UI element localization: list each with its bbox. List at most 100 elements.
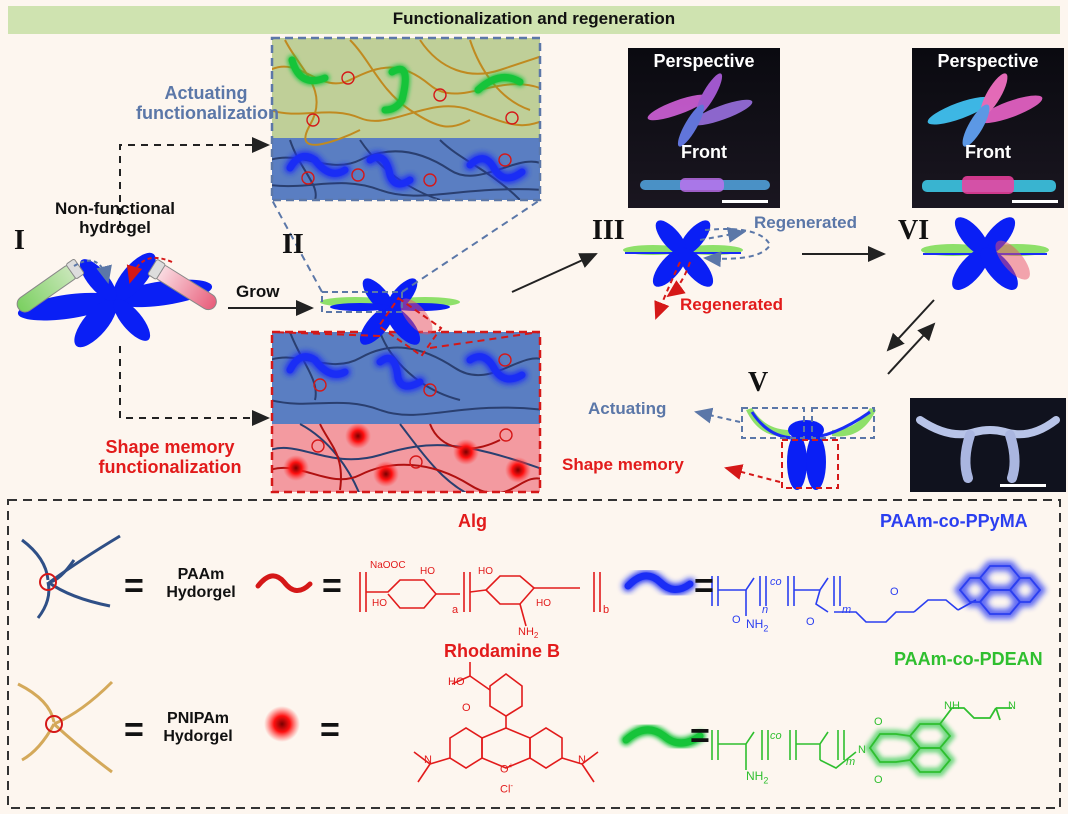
alg-chain-icon [255,573,313,593]
equals-pdean: = [690,717,710,755]
ppyma-m: m [842,604,852,616]
photo-actuated-hydrogel [910,398,1066,492]
ppyma-o-1: O [732,614,741,626]
ppyma-o-2: O [806,616,815,628]
ppyma-o-3: O [890,586,899,598]
stage-6-hydrogel [921,217,1049,290]
pnipam-line1: PNIPAm [167,710,229,727]
pdean-m: m [846,756,856,768]
equals-alg: = [322,567,342,605]
pdean-o-1: O [874,716,883,728]
photo-1-perspective-label: Perspective [653,51,755,71]
header-title: Functionalization and regeneration [392,9,676,28]
non-functional-line1: Non-functional [55,199,175,218]
photo-perspective-front-1 [628,48,780,208]
stage-5-label: V [748,367,769,398]
shape-memory-network-box [270,330,542,494]
alg-nh-sub: 2 [533,631,539,641]
alg-sub-b: b [603,604,610,616]
photo-1-front-label: Front [681,142,727,162]
pdean-nh2: NH2 [746,769,769,786]
alg-nh2: NH2 [518,626,538,641]
ppyma-structure [711,576,977,623]
rh-cl: Cl- [500,781,514,796]
rhodamine-title: Rhodamine B [444,641,561,661]
pnipam-hydrogel-label: PNIPAm Hydorgel [150,710,246,745]
equals-ppyma: = [694,567,714,605]
equals-paam: = [124,567,144,605]
alg-sub-a: a [452,604,459,616]
pdean-co: co [770,730,782,742]
pdean-nh-sub: 2 [763,775,769,786]
pdean-n: N [858,744,866,756]
stage-6-label: VI [898,215,930,246]
photo-2-front-label: Front [965,142,1011,162]
shape-memory-func-line2: functionalization [98,456,242,477]
test-tube-pink [147,259,217,311]
alg-structure [359,572,601,627]
naphthalimide-icon [864,707,1012,777]
regenerated-red-label: Regenerated [680,295,783,314]
pyrene-icon [953,561,1047,619]
pnipam-crosslink-icon [17,680,114,774]
equals-rhodamine: = [320,711,340,749]
pdean-chain-icon [620,724,706,749]
rhodamine-structure [413,662,599,783]
ppyma-nh: NH [746,617,764,631]
naooc-label: NaOOC [370,560,406,571]
pnipam-line2: Hydorgel [163,727,233,745]
rh-n-left: N [424,754,432,766]
actuating-functionalization-label: Actuating functionalization [136,83,279,124]
ppyma-nh2: NH2 [746,617,769,634]
pdean-amine-n: N [1008,700,1016,712]
grow-label: Grow [236,282,280,301]
paam-line1: PAAm [177,566,225,583]
alg-ho-c: HO [478,566,493,577]
paam-crosslink-icon [21,534,121,619]
stage-3-hydrogel [623,220,743,287]
stage-1-hydrogel [16,252,217,348]
rh-o-plus: O+ [500,761,514,776]
test-tube-green [16,259,85,313]
non-functional-line2: hydrogel [79,217,151,237]
branch-arrow-top [119,137,270,228]
ppyma-n: n [762,604,769,616]
regenerated-blue-label: Regenerated [754,213,857,232]
rh-o: O [462,702,471,714]
legend-box [7,499,1061,809]
photo-perspective-front-2 [912,48,1064,208]
pdean-o-2: O [874,774,883,786]
actuating-func-line2: functionalization [136,102,279,123]
rh-plus: + [508,761,514,770]
branch-arrow-bottom [119,346,270,426]
rh-n-right: N [578,754,586,766]
pdean-nh: NH [944,700,960,712]
non-functional-label: Non-functional hydrogel [40,199,190,237]
equals-pnipam: = [124,711,144,749]
paam-line2: Hydorgel [166,583,236,601]
rh-minus: - [510,781,514,790]
alg-title: Alg [458,511,487,531]
alg-ho-b: HO [372,598,387,609]
rh-cl-char: Cl [500,783,511,796]
stage-2-label: II [282,229,304,260]
ppyma-title: PAAm-co-PPyMA [880,511,1028,531]
rh-ho: HO [448,676,465,688]
zoom-marker-blue [321,291,403,313]
stage-1-label: I [14,225,25,256]
alg-ho-d: HO [536,598,551,609]
actuating-network-box [270,36,542,202]
header-banner [8,6,1060,34]
ppyma-co: co [770,576,782,588]
shape-memory-label: Shape memory [562,455,684,474]
arrow-to-stage-3 [511,253,598,293]
actuating-func-line1: Actuating [164,83,248,103]
rhodamine-icon [264,706,300,742]
shape-memory-functionalization-label: Shape memory functionalization [72,437,268,478]
rh-o-char: O [500,763,509,776]
alg-nh: NH [518,626,534,638]
photo-2-perspective-label: Perspective [937,51,1039,71]
ppyma-nh-sub: 2 [763,623,769,634]
alg-ho-a: HO [420,566,435,577]
